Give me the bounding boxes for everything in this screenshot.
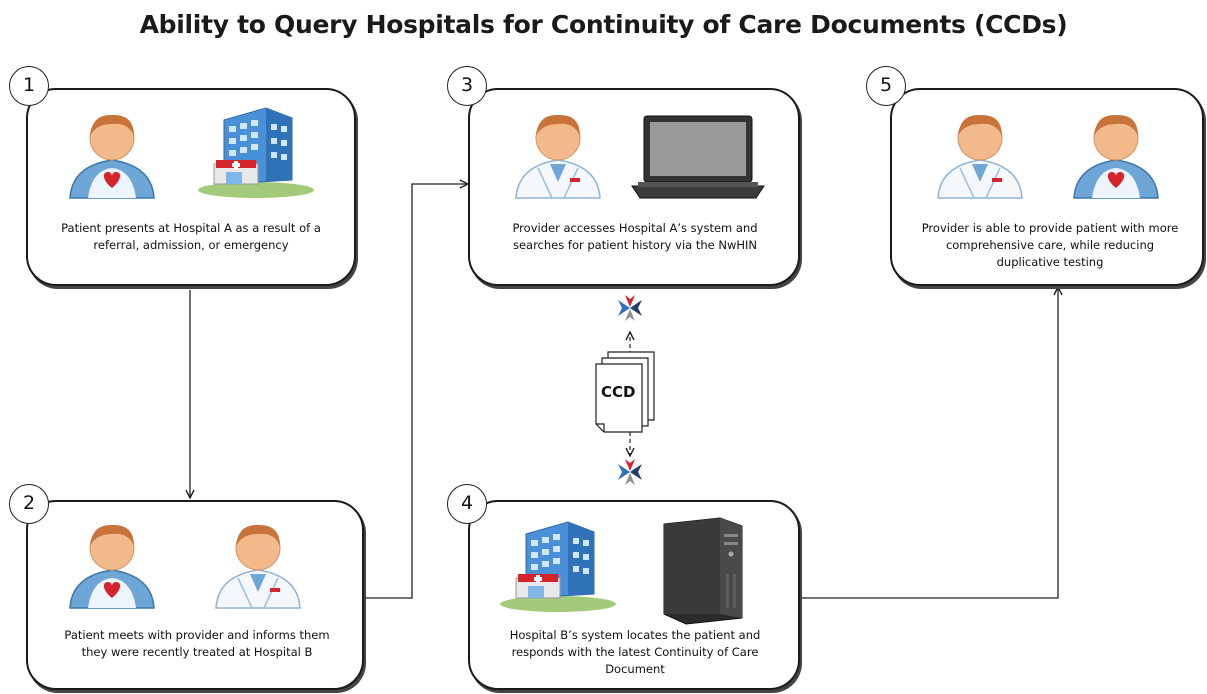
patient-icon bbox=[69, 114, 155, 199]
provider-icon bbox=[215, 524, 301, 609]
hospital-icon bbox=[198, 107, 314, 198]
patient-icon bbox=[69, 524, 155, 609]
provider-icon bbox=[937, 114, 1023, 199]
step-5-caption: Provider is able to provide patient with… bbox=[921, 221, 1179, 269]
document-stack-icon bbox=[595, 351, 655, 433]
arrows-converge-icon bbox=[618, 295, 642, 321]
step-2-caption: Patient meets with provider and informs … bbox=[64, 628, 330, 659]
ccd-label: CCD bbox=[601, 383, 636, 401]
arrow-step4-to-step5 bbox=[800, 287, 1058, 599]
step-3-number: 3 bbox=[447, 66, 487, 106]
patient-icon bbox=[1073, 114, 1159, 199]
step-4-caption: Hospital B’s system locates the patient … bbox=[509, 628, 761, 676]
diagram-title: Ability to Query Hospitals for Continuit… bbox=[139, 10, 1068, 39]
step-5-number: 5 bbox=[866, 66, 906, 106]
step-3-caption: Provider accesses Hospital A’s system an… bbox=[512, 221, 758, 252]
step-1-number: 1 bbox=[9, 66, 49, 106]
step-1-caption: Patient presents at Hospital A as a resu… bbox=[61, 221, 321, 252]
step-2-number: 2 bbox=[9, 484, 49, 524]
hospital-icon bbox=[500, 521, 616, 612]
arrows-converge-icon bbox=[618, 459, 642, 485]
laptop-icon bbox=[631, 115, 765, 199]
arrow-step2-to-step3 bbox=[366, 184, 468, 599]
server-icon bbox=[663, 517, 743, 625]
step-4-number: 4 bbox=[447, 484, 487, 524]
provider-icon bbox=[515, 114, 601, 199]
